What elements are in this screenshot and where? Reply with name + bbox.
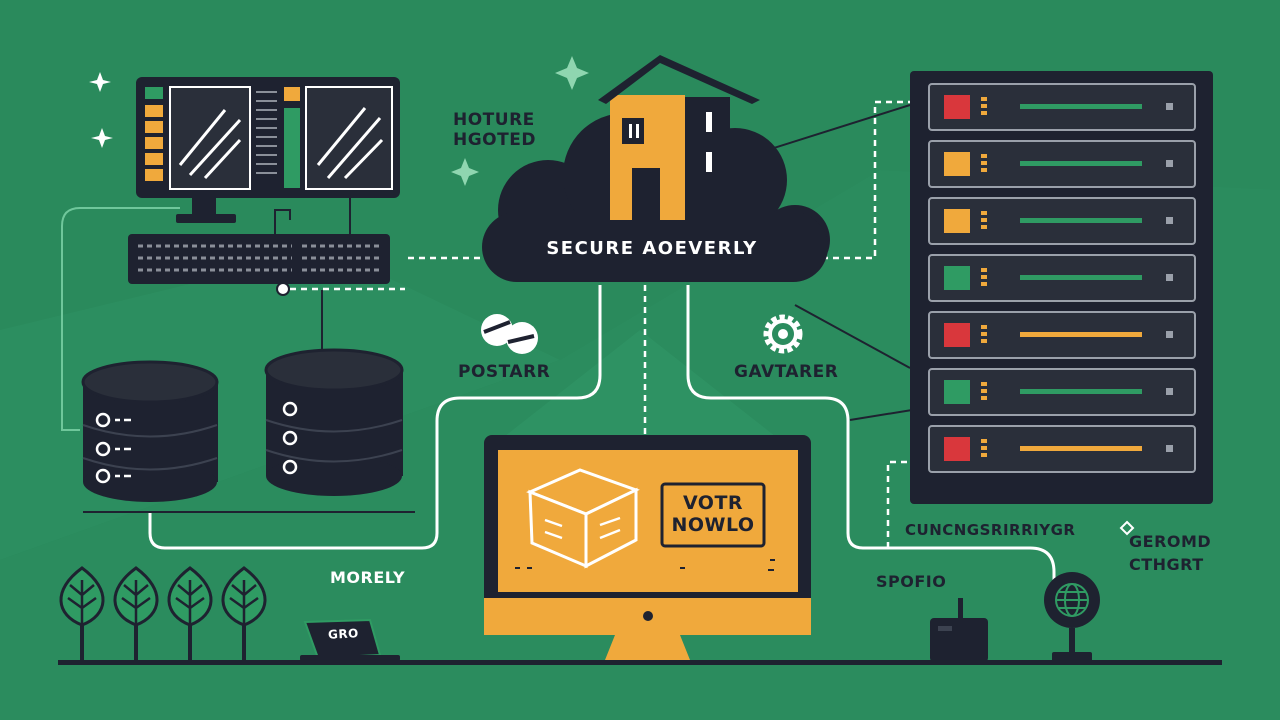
monitor-box-line2: NOWLO [671, 514, 755, 536]
server-unit [928, 83, 1196, 131]
cloud-label: SECURE AOEVERLY [546, 238, 758, 259]
status-led [944, 266, 970, 290]
monitor-label-box [660, 482, 766, 548]
pill-icon [481, 314, 538, 354]
network-switch [128, 234, 390, 284]
activity-bar [1020, 161, 1142, 166]
connector-node [276, 282, 290, 296]
server-unit [928, 197, 1196, 245]
server-unit [928, 254, 1196, 302]
dashed-connectors [290, 100, 910, 548]
server-unit [928, 425, 1196, 473]
label-postarr: POSTARR [458, 362, 551, 382]
label-right-side-line2: CTHGRT [1129, 555, 1204, 574]
status-led [944, 437, 970, 461]
status-led [944, 95, 970, 119]
server-unit [928, 368, 1196, 416]
label-gavtarer: GAVTARER [734, 362, 839, 382]
activity-bar [1020, 446, 1142, 451]
sparkle-icon [89, 72, 113, 148]
gear-icon [763, 314, 803, 354]
label-right-side-line1: GEROMD [1129, 532, 1212, 551]
activity-bar [1020, 389, 1142, 394]
laptop-label: GRO [327, 626, 360, 642]
activity-bar [1020, 104, 1142, 109]
sparkle-icon [451, 56, 589, 186]
ground-line [58, 660, 1222, 665]
connector-lines [148, 285, 1056, 585]
workstation-monitor [136, 77, 400, 223]
label-hosted-line2: HGOTED [453, 130, 536, 150]
box-icon [526, 468, 640, 569]
label-hosted-line1: HOTURE [453, 110, 535, 130]
status-led [944, 323, 970, 347]
monitor-box-line1: VOTR [682, 492, 744, 514]
status-led [944, 209, 970, 233]
activity-bar [1020, 218, 1142, 223]
house-icon [598, 55, 760, 220]
label-spofio: SPOFIO [876, 572, 947, 591]
server-unit [928, 311, 1196, 359]
globe-icon [1044, 572, 1100, 662]
database-icon [81, 360, 219, 502]
router-icon [930, 598, 988, 662]
activity-bar [1020, 332, 1142, 337]
background-shape [500, 330, 780, 440]
label-morely: MORELY [330, 568, 406, 587]
tree-icon [59, 566, 105, 662]
server-rack-units [928, 83, 1196, 473]
server-unit [928, 140, 1196, 188]
status-led [944, 152, 970, 176]
tree-icon [221, 566, 267, 662]
tree-icon [113, 566, 159, 662]
sparkle-icon [1119, 520, 1135, 536]
tree-row [59, 566, 267, 662]
central-monitor [484, 435, 811, 660]
tree-icon [167, 566, 213, 662]
label-right-caption: CUNCNGSRIRRIYGR [905, 521, 1076, 539]
thin-connectors [61, 207, 180, 431]
laptop-icon [300, 618, 400, 661]
status-led [944, 380, 970, 404]
activity-bar [1020, 275, 1142, 280]
database-icon [264, 348, 404, 496]
